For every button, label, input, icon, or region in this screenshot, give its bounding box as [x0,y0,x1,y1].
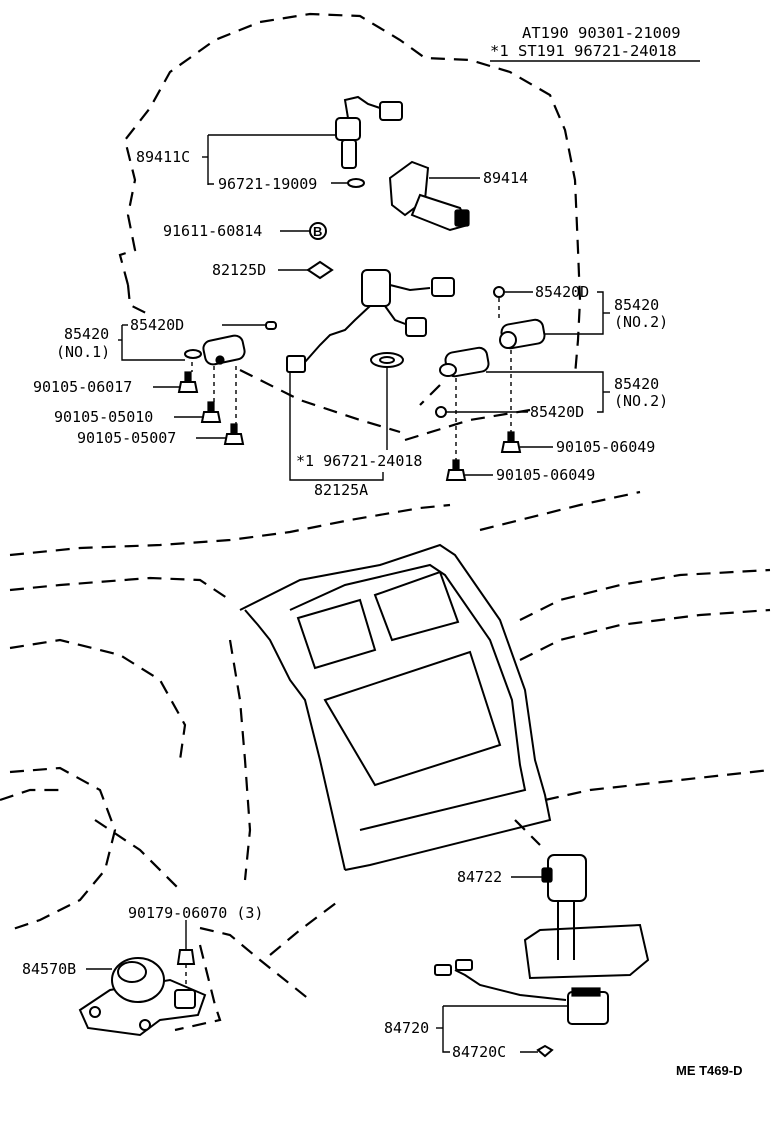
label-90105-05010: 90105-05010 [54,408,153,426]
label-96721-24018: *1 96721-24018 [296,452,422,470]
console-outline [0,490,771,1001]
label-90179-06070: 90179-06070 (3) [128,904,263,922]
label-85420-no1: 85420 [64,325,109,343]
label-85420-no2-top-sub: (NO.2) [614,313,668,331]
label-96721-19009: 96721-19009 [218,175,317,193]
label-85420-no2-top: 85420 [614,296,659,314]
solenoid-85420-no2-top [493,286,546,350]
sensor-89414 [388,160,470,232]
label-84570b: 84570B [22,960,76,978]
label-90105-06049-b: 90105-06049 [496,466,595,484]
label-90105-06049-a: 90105-06049 [556,438,655,456]
header-block: AT190 90301-21009 *1 ST191 96721-24018 [490,24,700,62]
solenoid-85420-no2-mid [435,346,490,418]
label-90105-05007: 90105-05007 [77,429,176,447]
svg-text:B: B [313,224,322,239]
label-84720c: 84720C [452,1043,506,1061]
label-89411c: 89411C [136,148,190,166]
label-85420-no1-sub: (NO.1) [56,343,110,361]
leader-lines [86,134,610,1053]
diagram-ref-code: ME T469-D [676,1063,742,1078]
transmission-outline [118,12,582,442]
grommet-82125d [306,260,334,280]
label-85420d-mid: 85420D [530,403,584,421]
label-85420d-left: 85420D [130,316,184,334]
harness-82125a [286,269,455,373]
label-82125a: 82125A [314,481,368,499]
label-82125d: 82125D [212,261,266,279]
label-84722: 84722 [457,868,502,886]
shift-knob-84722 [523,854,650,980]
part-labels: 89411C 96721-19009 89414 91611-60814 821… [22,148,742,1078]
label-91611-60814: 91611-60814 [163,222,262,240]
bolts-right [445,431,522,481]
label-85420-no2-mid-sub: (NO.2) [614,392,668,410]
label-85420-no2-mid: 85420 [614,375,659,393]
switch-84570b [78,949,207,1037]
center-console [239,543,552,871]
header-line2: *1 ST191 96721-24018 [490,42,677,60]
switch-84720 [434,959,609,1058]
label-89414: 89414 [483,169,528,187]
bolt-91611-60814: B [309,222,327,240]
label-85420d-top: 85420D [535,283,589,301]
header-line1: AT190 90301-21009 [522,24,681,42]
mount-bracket-outline [174,944,222,1032]
label-90105-06017: 90105-06017 [33,378,132,396]
install-lines [191,298,512,460]
solenoid-85420-no1 [184,321,277,366]
bolts-left [177,371,245,445]
sensor-89411c [335,95,403,188]
label-84720: 84720 [384,1019,429,1037]
